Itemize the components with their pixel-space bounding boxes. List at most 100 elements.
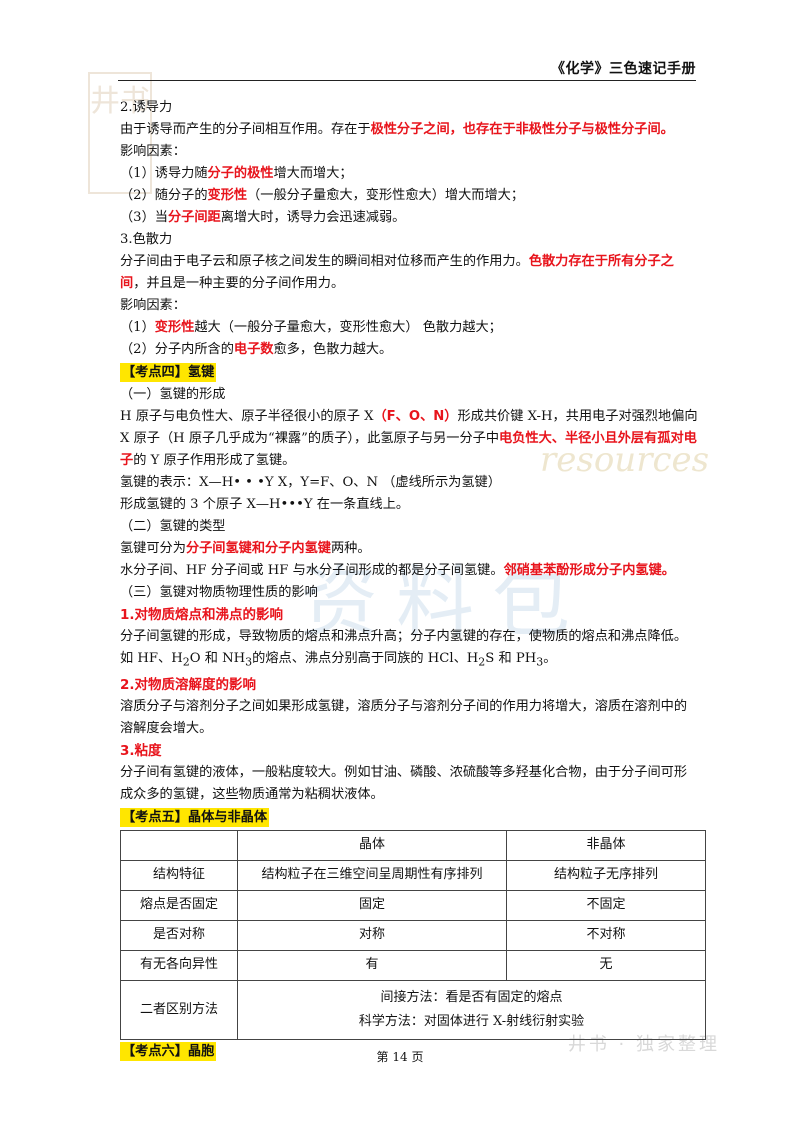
red-heading: 2.对物质溶解度的影响 — [120, 676, 257, 693]
watermark-stamp-text: 井书 — [90, 84, 150, 119]
list-item: （2）随分子的变形性（一般分子量愈大，变形性愈大）增大而增大； — [120, 185, 698, 207]
table-row: 是否对称 对称 不对称 — [120, 919, 706, 951]
subscript: 2 — [182, 655, 190, 669]
table-cell: 二者区别方法 — [120, 979, 238, 1040]
topic-6-title: 【考点六】晶胞 — [120, 1041, 217, 1061]
red-heading: 3.粘度 — [120, 742, 162, 759]
text: （一般分子量愈大，变形性愈大）增大而增大； — [247, 188, 525, 203]
table-cell: 有 — [237, 949, 507, 981]
text: （1） — [120, 320, 155, 335]
method-line: 科学方法：对固体进行 X-射线衍射实验 — [358, 1013, 585, 1029]
table-cell: 是否对称 — [120, 919, 238, 951]
text: 形成共价键 X-H，共用电子对强烈地偏向 X 原子（H 原子几乎成为“裸露”的质… — [120, 409, 698, 446]
table-header-row: 晶体 非晶体 — [120, 829, 706, 861]
paragraph: H 原子与电负性大、原子半径很小的原子 X（F、O、N）形成共价键 X-H，共用… — [120, 406, 698, 472]
list-item: （1）变形性越大（一般分子量愈大，变形性愈大） 色散力越大； — [120, 317, 698, 339]
text: O 和 NH — [189, 651, 246, 666]
subsection-heading: （三）氢键对物质物理性质的影响 — [120, 585, 318, 600]
subscript: 3 — [245, 655, 253, 669]
header-title: 《化学》三色速记手册 — [551, 61, 696, 77]
red-heading: 1.对物质熔点和沸点的影响 — [120, 607, 284, 623]
table-cell: 固定 — [237, 889, 507, 921]
text: 增大而增大； — [273, 166, 353, 181]
highlight-text: 分子间距 — [167, 210, 221, 225]
text: S 和 PH — [485, 651, 537, 666]
table-cell: 不固定 — [506, 889, 706, 921]
subscript: 3 — [536, 655, 544, 669]
text: 氢键可分为 — [120, 541, 186, 556]
table-cell: 熔点是否固定 — [120, 889, 238, 921]
highlight-text: 变形性 — [154, 320, 195, 335]
paragraph: 氢键可分为分子间氢键和分子内氢键两种。 — [120, 538, 698, 560]
text: 越大（一般分子量愈大，变形性愈大） 色散力越大； — [194, 320, 502, 335]
highlight-text: 分子间氢键和分子内氢键 — [185, 541, 331, 556]
text: 。 — [543, 651, 557, 666]
list-item: （3）当分子间距离增大时，诱导力会迅速减弱。 — [120, 207, 698, 229]
text: （2）分子内所含的 — [120, 342, 234, 357]
text: （1）诱导力随 — [120, 166, 208, 181]
header-rule — [118, 80, 696, 81]
list-item: （1）诱导力随分子的极性增大而增大； — [120, 163, 698, 185]
factors-label: 影响因素： — [120, 144, 186, 159]
table-cell: 无 — [506, 949, 706, 981]
highlight-text: （F、O、N） — [373, 409, 458, 424]
paragraph: 溶质分子与溶剂分子之间如果形成氢键，溶质分子与溶剂分子间的作用力将增大，溶质在溶… — [120, 698, 688, 736]
paragraph: 分子间由于电子云和原子核之间发生的瞬间相对位移而产生的作用力。色散力存在于所有分… — [120, 251, 698, 295]
page-number: 第 14 页 — [376, 1050, 424, 1064]
text: 离增大时，诱导力会迅速减弱。 — [220, 210, 406, 225]
table-cell: 结构粒子无序排列 — [506, 859, 706, 891]
text: （3）当 — [120, 210, 168, 225]
paragraph: 水分子间、HF 分子间或 HF 与水分子间形成的都是分子间氢键。邻硝基苯酚形成分… — [120, 560, 698, 582]
table-row: 有无各向异性 有 无 — [120, 949, 706, 981]
highlight-text: 变形性 — [207, 188, 248, 203]
table-header-cell: 晶体 — [237, 829, 507, 861]
main-content: 2.诱导力 由于诱导而产生的分子间相互作用。存在于极性分子之间，也存在于非极性分… — [120, 97, 706, 1063]
paragraph: 形成氢键的 3 个原子 X—H•••Y 在一条直线上。 — [120, 497, 410, 512]
list-item: （2）分子内所含的电子数愈多，色散力越大。 — [120, 339, 698, 361]
text: （2）随分子的 — [120, 188, 208, 203]
table-header-cell: 非晶体 — [506, 829, 706, 861]
text: 的熔点、沸点分别高于同族的 HCl、H — [252, 651, 479, 666]
table-row: 结构特征 结构粒子在三维空间呈周期性有序排列 结构粒子无序排列 — [120, 859, 706, 891]
subsection-heading: （一）氢键的形成 — [120, 387, 226, 402]
paragraph: 由于诱导而产生的分子间相互作用。存在于极性分子之间，也存在于非极性分子与极性分子… — [120, 119, 698, 141]
text: ，并且是一种主要的分子间作用力。 — [133, 276, 345, 291]
text: 分子间由于电子云和原子核之间发生的瞬间相对位移而产生的作用力。 — [120, 254, 529, 269]
subscript: 2 — [478, 655, 486, 669]
text: 的 Y 原子作用形成了氢键。 — [133, 453, 296, 468]
highlight-text: 色散力存在于所有分子之间 — [120, 254, 674, 291]
topic-5-title: 【考点五】晶体与非晶体 — [120, 807, 270, 827]
watermark-stamp: 井书 — [88, 72, 152, 194]
paragraph: 分子间氢键的形成，导致物质的熔点和沸点升高；分子内氢键的存在，使物质的熔点和沸点… — [120, 629, 688, 644]
subsection-heading: （二）氢键的类型 — [120, 519, 226, 534]
watermark-bottom: 井书 · 独家整理 — [567, 1034, 720, 1055]
section-heading: 3.色散力 — [120, 232, 173, 247]
topic-4-title: 【考点四】氢键 — [120, 363, 217, 382]
text: 水分子间、HF 分子间或 HF 与水分子间形成的都是分子间氢键。 — [120, 563, 504, 578]
watermark-script: resources — [540, 440, 710, 480]
text: 两种。 — [331, 541, 371, 556]
section-heading: 2.诱导力 — [120, 100, 173, 115]
table-cell: 对称 — [237, 919, 507, 951]
text: 如 HF、H — [120, 651, 183, 666]
table-cell-merged: 间接方法：看是否有固定的熔点 科学方法：对固体进行 X-射线衍射实验 — [237, 979, 706, 1040]
paragraph: 分子间有氢键的液体，一般粘度较大。例如甘油、磷酸、浓硫酸等多羟基化合物，由于分子… — [120, 764, 688, 802]
table-cell: 结构特征 — [120, 859, 238, 891]
highlight-text: 分子的极性 — [207, 166, 274, 181]
highlight-text: 邻硝基苯酚形成分子内氢键。 — [503, 563, 675, 578]
table-header-cell — [120, 829, 238, 861]
highlight-text: 极性分子之间，也存在于非极性分子与极性分子间。 — [370, 122, 674, 137]
table-cell: 结构粒子在三维空间呈周期性有序排列 — [237, 859, 507, 891]
paragraph: 氢键的表示：X—H• • •Y X，Y=F、O、N （虚线所示为氢键） — [120, 475, 501, 490]
comparison-table: 晶体 非晶体 结构特征 结构粒子在三维空间呈周期性有序排列 结构粒子无序排列 熔… — [120, 829, 706, 1040]
table-row: 熔点是否固定 固定 不固定 — [120, 889, 706, 921]
watermark-large: 资料包 — [300, 558, 589, 648]
table-cell: 有无各向异性 — [120, 949, 238, 981]
highlight-text: 电负性大、半径小且外层有孤对电子 — [120, 431, 697, 468]
table-row: 二者区别方法 间接方法：看是否有固定的熔点 科学方法：对固体进行 X-射线衍射实… — [120, 979, 706, 1040]
highlight-text: 电子数 — [233, 342, 274, 357]
paragraph: 如 HF、H2O 和 NH3的熔点、沸点分别高于同族的 HCl、H2S 和 PH… — [120, 648, 698, 674]
text: 愈多，色散力越大。 — [273, 342, 393, 357]
text: H 原子与电负性大、原子半径很小的原子 X — [120, 409, 374, 424]
